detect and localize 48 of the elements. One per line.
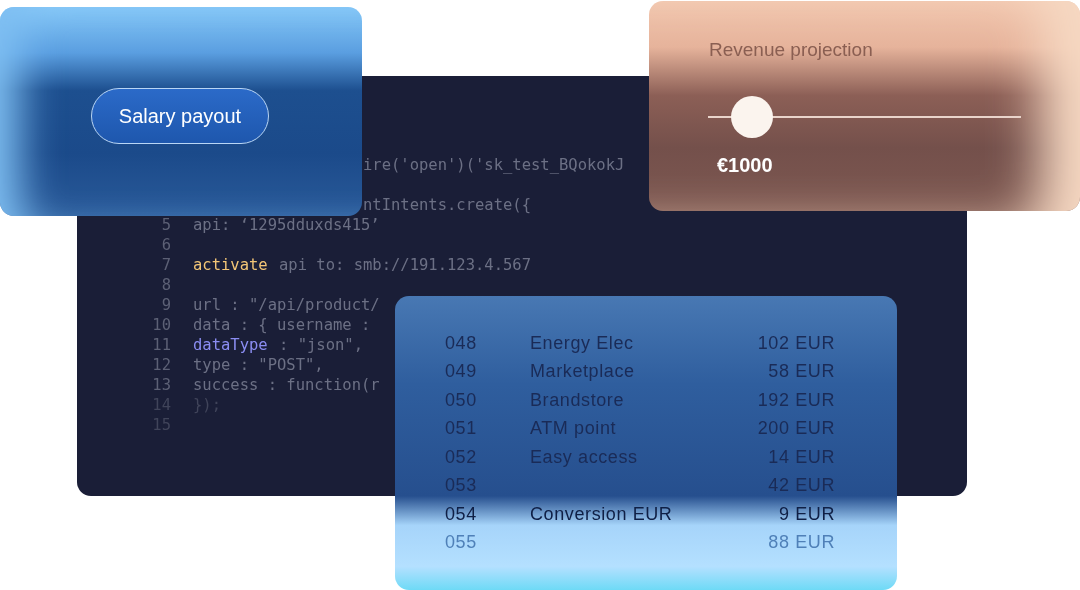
amount: 14 EUR bbox=[768, 445, 835, 469]
payee-name: Brandstore bbox=[530, 388, 625, 412]
payee-name: ATM point bbox=[530, 417, 617, 441]
transactions-table-card bbox=[395, 296, 897, 590]
line-number: 12 bbox=[151, 355, 171, 375]
line-number: 9 bbox=[160, 295, 171, 315]
row-number: 049 bbox=[445, 360, 477, 384]
code-line: }); bbox=[193, 395, 221, 415]
amount: 88 EUR bbox=[768, 531, 835, 555]
code-line: success : function(r bbox=[193, 375, 380, 395]
row-number: 055 bbox=[445, 531, 477, 555]
row-number: 048 bbox=[445, 332, 477, 355]
amount: 192 EUR bbox=[757, 388, 835, 412]
code-line: ire('open')('sk_test_BQokokJ bbox=[363, 155, 625, 175]
amount: 200 EUR bbox=[757, 417, 835, 441]
code-line: type : "POST", bbox=[193, 355, 324, 375]
line-number: 11 bbox=[151, 335, 171, 355]
row-number: 052 bbox=[445, 445, 477, 469]
line-number: 7 bbox=[160, 255, 171, 275]
row-number: 051 bbox=[445, 417, 477, 441]
revenue-card bbox=[649, 1, 1080, 211]
amount: 102 EUR bbox=[757, 332, 835, 355]
code-line: data : { username : bbox=[193, 315, 371, 335]
line-number: 8 bbox=[160, 275, 171, 295]
code-line: : "json", bbox=[279, 335, 363, 355]
line-number: 10 bbox=[151, 315, 171, 335]
code-line: url : "/api/product/ bbox=[193, 295, 380, 315]
payee-name: Easy access bbox=[530, 445, 638, 469]
line-number: 5 bbox=[160, 215, 171, 235]
payee-name: Energy Elec bbox=[530, 332, 634, 355]
line-number: 6 bbox=[160, 235, 171, 255]
amount-value: €1000 bbox=[717, 154, 773, 177]
code-keyword: activate bbox=[193, 255, 268, 275]
code-keyword: dataType bbox=[193, 335, 268, 355]
salary-payout-button: Salary payout bbox=[91, 88, 269, 144]
amount: 9 EUR bbox=[779, 502, 835, 526]
code-line: api to: smb://191.123.4.567 bbox=[279, 255, 531, 275]
row-number: 054 bbox=[445, 502, 477, 526]
card-title: Revenue projection bbox=[709, 39, 873, 61]
row-number: 053 bbox=[445, 474, 477, 498]
amount: 58 EUR bbox=[768, 360, 835, 384]
payee-name: Conversion EUR bbox=[530, 502, 673, 526]
amount: 42 EUR bbox=[768, 474, 835, 498]
line-number: 13 bbox=[151, 375, 171, 395]
row-number: 050 bbox=[445, 388, 477, 412]
code-line: ntIntents.create({ bbox=[363, 195, 531, 215]
code-line: api: ‘1295dduxds415’ bbox=[193, 215, 380, 235]
payee-name: Marketplace bbox=[530, 360, 635, 384]
